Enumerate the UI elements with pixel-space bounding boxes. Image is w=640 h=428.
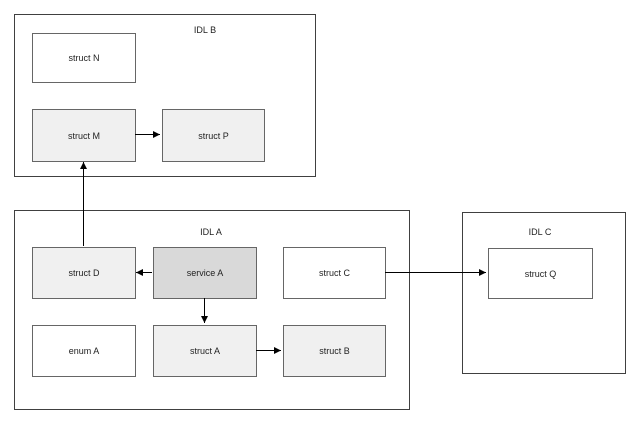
group-idl-c-label: IDL C (528, 227, 552, 237)
node-service-a-label: service A (186, 268, 224, 278)
node-struct-m-label: struct M (67, 130, 100, 141)
node-struct-m: struct M (32, 109, 136, 162)
node-struct-c-label: struct C (318, 268, 350, 278)
node-struct-a: struct A (153, 325, 257, 377)
node-struct-q: struct Q (488, 248, 593, 299)
node-struct-p: struct P (162, 109, 265, 162)
node-struct-q-label: struct Q (524, 268, 557, 279)
node-enum-a-label: enum A (68, 346, 100, 356)
group-idl-a-label: IDL A (200, 227, 222, 237)
node-service-a: service A (153, 247, 257, 299)
node-struct-p-label: struct P (198, 130, 229, 141)
node-struct-b: struct B (283, 325, 386, 377)
node-struct-d: struct D (32, 247, 136, 299)
node-struct-a-label: struct A (189, 346, 220, 356)
group-idl-c: IDL C struct Q (462, 212, 626, 374)
group-idl-b-label: IDL B (193, 25, 217, 35)
node-struct-b-label: struct B (319, 346, 350, 356)
node-enum-a: enum A (32, 325, 136, 377)
node-struct-n-label: struct N (68, 53, 100, 63)
node-struct-n: struct N (32, 33, 136, 83)
node-struct-d-label: struct D (68, 268, 100, 278)
group-idl-a: IDL A struct D service A struct C enum A… (14, 210, 410, 410)
node-struct-c: struct C (283, 247, 386, 299)
group-idl-b: IDL B struct N struct M struct P (14, 14, 316, 177)
